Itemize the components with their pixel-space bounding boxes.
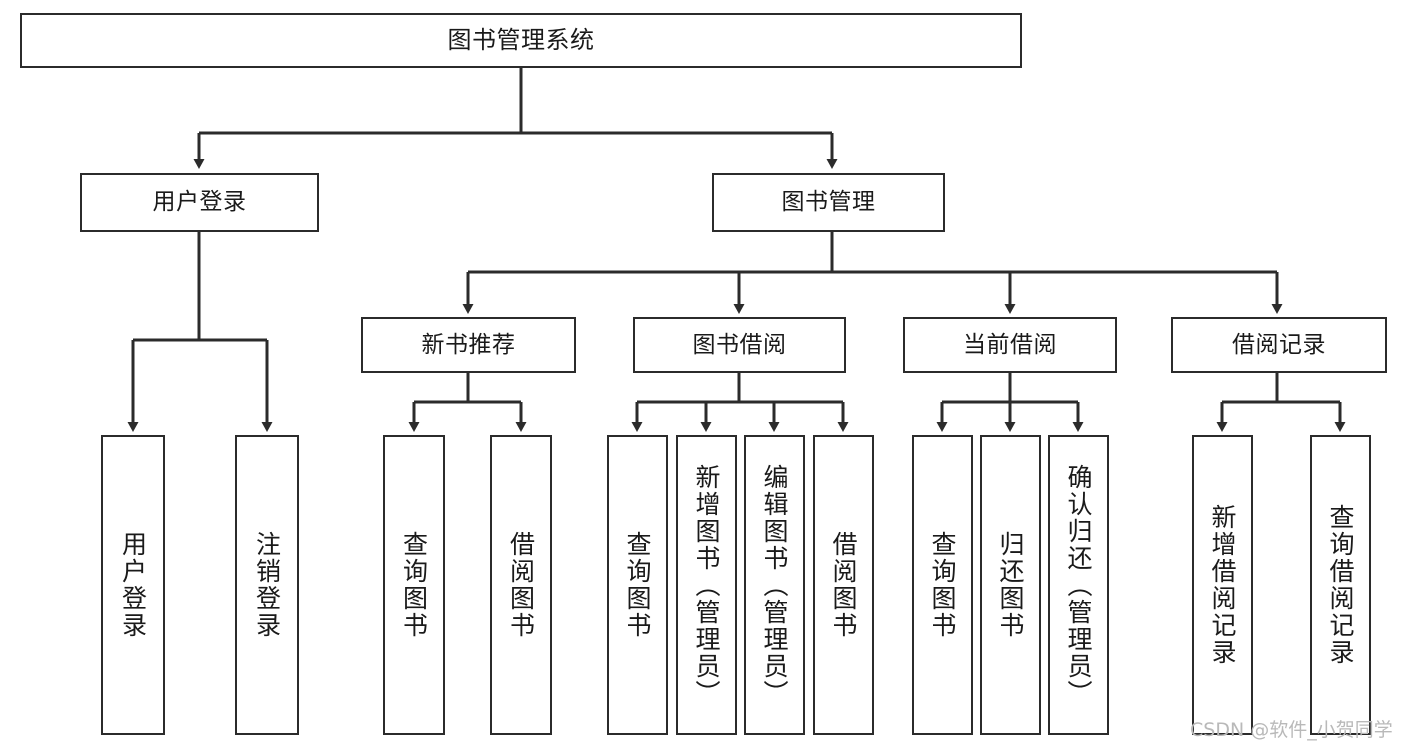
leaf-user-login[interactable]: 用户登录 <box>101 435 165 735</box>
leaf-add-record-label: 新增借阅记录 <box>1208 504 1237 666</box>
leaf-query-book-2[interactable]: 查询图书 <box>607 435 668 735</box>
node-current-borrow-label: 当前借阅 <box>963 331 1057 358</box>
leaf-borrow-book-2[interactable]: 借阅图书 <box>813 435 874 735</box>
node-book-manage-label: 图书管理 <box>781 189 876 216</box>
leaf-logout-login[interactable]: 注销登录 <box>235 435 299 735</box>
leaf-confirm-return-label: 确认归还（管理员） <box>1064 463 1093 707</box>
leaf-user-login-label: 用户登录 <box>118 531 148 639</box>
leaf-query-record-label: 查询借阅记录 <box>1326 504 1355 666</box>
leaf-return-book-label: 归还图书 <box>996 531 1025 639</box>
leaf-confirm-return[interactable]: 确认归还（管理员） <box>1048 435 1109 735</box>
node-root[interactable]: 图书管理系统 <box>20 13 1022 68</box>
leaf-add-record[interactable]: 新增借阅记录 <box>1192 435 1253 735</box>
leaf-edit-book-label: 编辑图书（管理员） <box>760 463 789 707</box>
node-root-label: 图书管理系统 <box>447 25 595 54</box>
node-new-book-recommend-label: 新书推荐 <box>421 331 516 358</box>
leaf-add-book-label: 新增图书（管理员） <box>692 463 721 707</box>
node-borrow-record[interactable]: 借阅记录 <box>1171 317 1387 373</box>
csdn-watermark: CSDN @软件_小贺同学 <box>1190 719 1393 741</box>
node-book-borrow-label: 图书借阅 <box>692 331 787 358</box>
leaf-return-book[interactable]: 归还图书 <box>980 435 1041 735</box>
leaf-borrow-book-1-label: 借阅图书 <box>506 531 536 639</box>
leaf-query-book-1[interactable]: 查询图书 <box>383 435 445 735</box>
node-user-login-label: 用户登录 <box>152 189 247 216</box>
leaf-borrow-book-2-label: 借阅图书 <box>829 531 858 639</box>
node-new-book-recommend[interactable]: 新书推荐 <box>361 317 576 373</box>
leaf-query-record[interactable]: 查询借阅记录 <box>1310 435 1371 735</box>
leaf-query-book-2-label: 查询图书 <box>623 531 652 639</box>
node-current-borrow[interactable]: 当前借阅 <box>903 317 1117 373</box>
leaf-borrow-book-1[interactable]: 借阅图书 <box>490 435 552 735</box>
leaf-query-book-3[interactable]: 查询图书 <box>912 435 973 735</box>
leaf-edit-book[interactable]: 编辑图书（管理员） <box>744 435 805 735</box>
node-borrow-record-label: 借阅记录 <box>1232 331 1326 358</box>
leaf-query-book-1-label: 查询图书 <box>399 531 429 639</box>
node-user-login[interactable]: 用户登录 <box>80 173 319 232</box>
node-book-borrow[interactable]: 图书借阅 <box>633 317 846 373</box>
leaf-add-book[interactable]: 新增图书（管理员） <box>676 435 737 735</box>
leaf-query-book-3-label: 查询图书 <box>928 531 957 639</box>
node-book-manage[interactable]: 图书管理 <box>712 173 945 232</box>
leaf-logout-login-label: 注销登录 <box>252 531 282 639</box>
